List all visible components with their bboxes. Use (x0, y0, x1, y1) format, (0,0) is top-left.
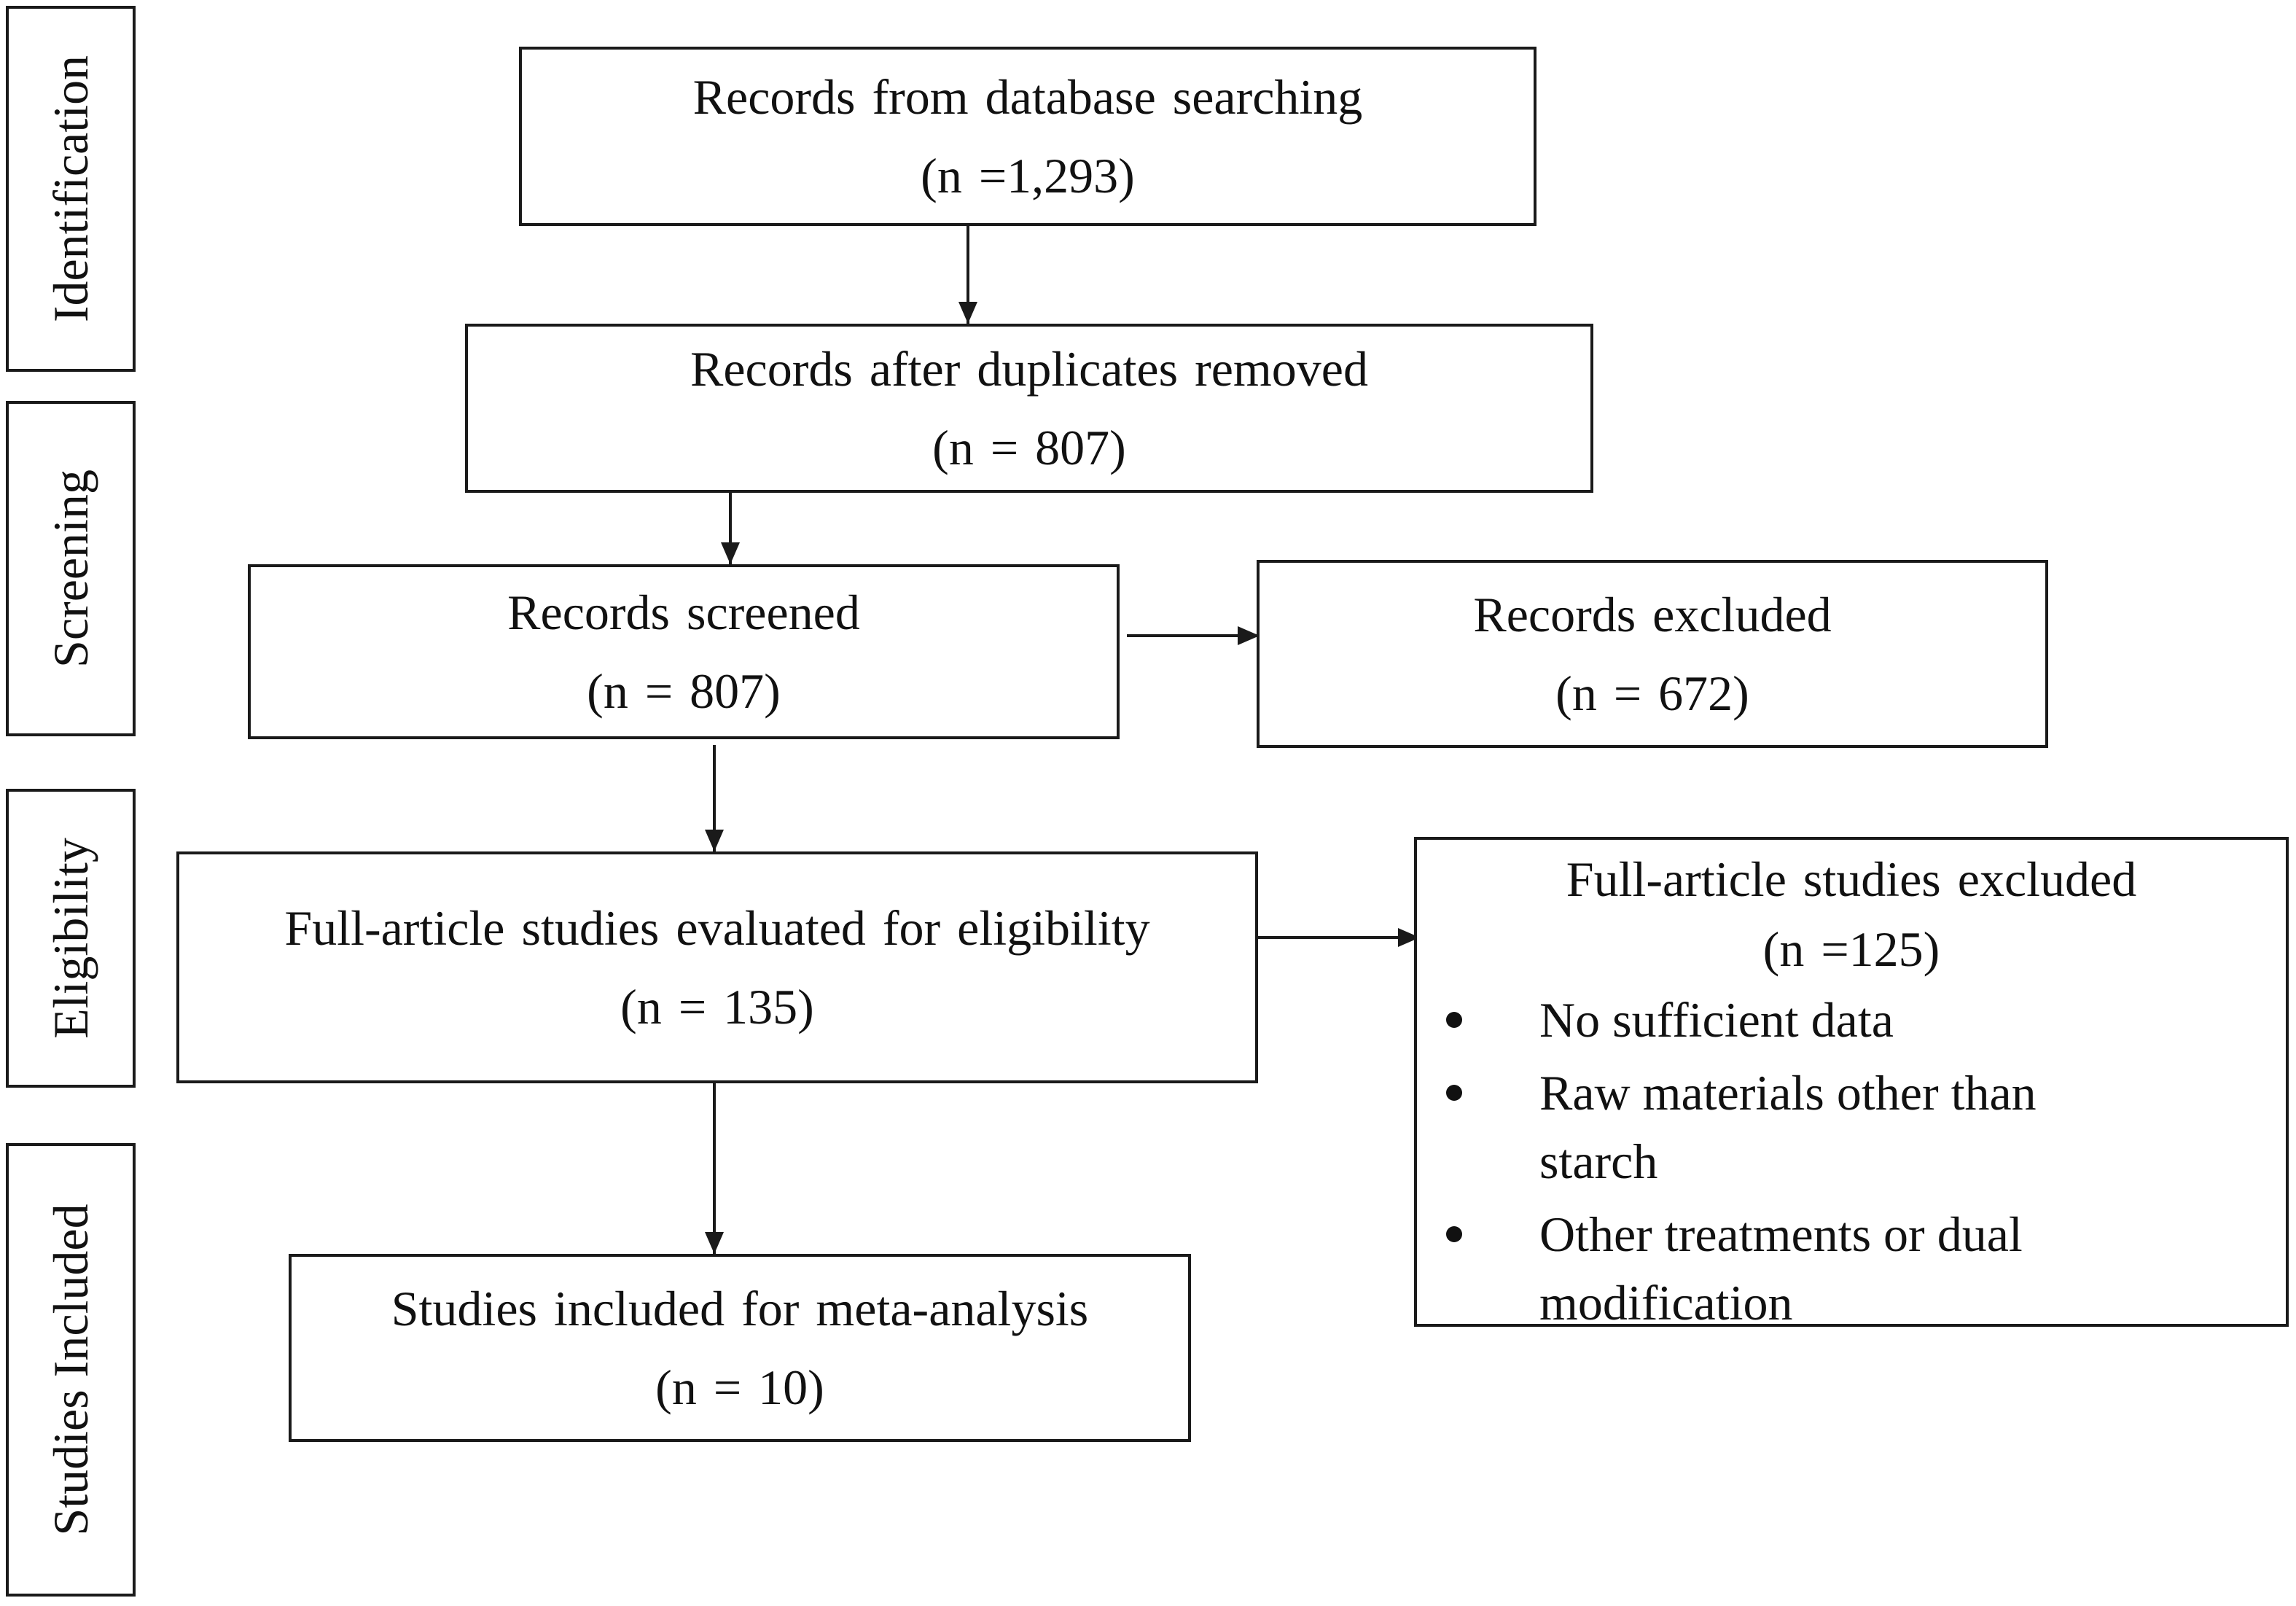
bullet-icon (1446, 1012, 1462, 1028)
exclusion-reason-line: starch (1539, 1134, 1658, 1189)
box-records-excluded: Records excluded (n = 672) (1257, 560, 2048, 748)
exclusion-reasons-list: No sufficient data Raw materials other t… (1417, 986, 2286, 1337)
database-search-count: (n =1,293) (921, 148, 1135, 203)
duplicates-removed-count: (n = 807) (932, 420, 1126, 475)
records-screened-title: Records screened (507, 585, 860, 640)
fulltext-evaluated-title: Full-article studies evaluated for eligi… (284, 900, 1150, 956)
bullet-icon (1446, 1226, 1462, 1242)
fulltext-evaluated-count: (n = 135) (620, 979, 814, 1034)
phase-screening: Screening (6, 401, 136, 736)
box-database-search: Records from database searching (n =1,29… (519, 47, 1536, 226)
records-screened-count: (n = 807) (587, 663, 781, 719)
box-fulltext-evaluated: Full-article studies evaluated for eligi… (176, 851, 1258, 1083)
phase-eligibility: Eligibility (6, 789, 136, 1088)
fulltext-excluded-title: Full-article studies excluded (1566, 851, 2137, 907)
bullet-icon (1446, 1085, 1462, 1101)
exclusion-reason-item: No sufficient data (1417, 986, 2286, 1054)
duplicates-removed-title: Records after duplicates removed (690, 341, 1368, 397)
phase-identification: Identification (6, 6, 136, 372)
database-search-title: Records from database searching (692, 69, 1363, 125)
box-studies-included: Studies included for meta-analysis (n = … (289, 1254, 1191, 1442)
exclusion-reason-line: Raw materials other than (1539, 1065, 2037, 1120)
records-excluded-title: Records excluded (1473, 587, 1832, 642)
fulltext-excluded-count: (n =125) (1762, 921, 1940, 977)
exclusion-reason-line: No sufficient data (1539, 992, 1894, 1048)
box-duplicates-removed: Records after duplicates removed (n = 80… (465, 324, 1593, 493)
studies-included-title: Studies included for meta-analysis (391, 1281, 1089, 1336)
exclusion-reason-item: Other treatments or dual modification (1417, 1200, 2286, 1337)
exclusion-reason-item: Raw materials other than starch (1417, 1059, 2286, 1196)
exclusion-reason-line: modification (1539, 1275, 1793, 1330)
box-fulltext-excluded: Full-article studies excluded (n =125) N… (1414, 837, 2289, 1330)
studies-included-count: (n = 10) (655, 1360, 824, 1415)
exclusion-reason-line: Other treatments or dual (1539, 1207, 2023, 1262)
phase-included: Studies Included (6, 1143, 136, 1597)
records-excluded-count: (n = 672) (1555, 666, 1749, 721)
box-records-screened: Records screened (n = 807) (248, 564, 1120, 739)
